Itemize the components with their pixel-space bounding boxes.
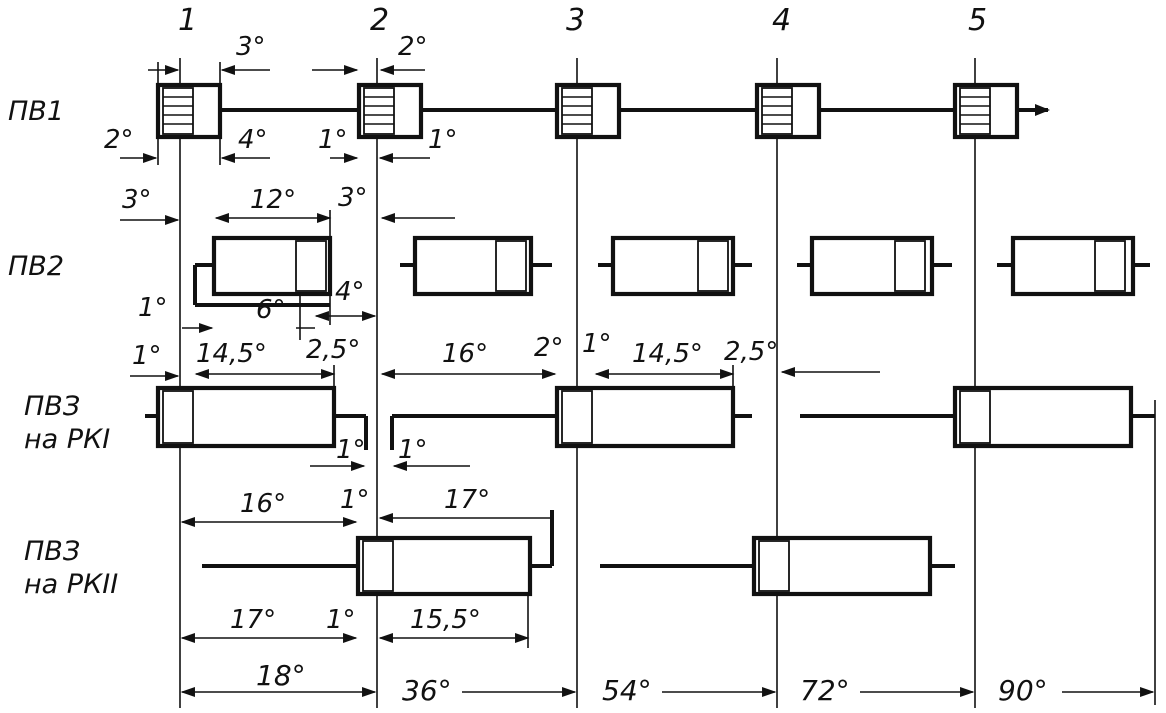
dim-pv2-3-left: 3° <box>122 185 152 215</box>
dim-pv3-1: 1° <box>132 341 162 371</box>
dim-pv3-2: 2° <box>534 333 564 363</box>
dim-pv3-2-5a: 2,5° <box>306 335 360 365</box>
row-label-pv3-rk2: ПВЗ <box>24 536 80 567</box>
dim-pv3b-15-5: 15,5° <box>410 605 481 635</box>
dim-pv3b-1: 1° <box>340 485 370 515</box>
column-label-4: 4 <box>772 3 791 38</box>
row-label-pv3-rk1: ПВЗ <box>24 391 80 422</box>
dim-pv2-4: 4° <box>335 277 365 307</box>
dim-pv3-1b: 1° <box>582 329 612 359</box>
row-label-pv1: ПВ1 <box>8 96 64 127</box>
dim-pv3b-17: 17° <box>444 485 490 515</box>
column-label-1: 1 <box>178 3 197 38</box>
row-pv1 <box>120 62 1050 165</box>
reference-lines <box>179 58 1156 708</box>
row-label-pv3-rk1-sub: на РКI <box>24 424 110 455</box>
column-label-5: 5 <box>968 3 987 38</box>
dim-pv2-12: 12° <box>250 185 296 215</box>
column-label-3: 3 <box>566 3 585 38</box>
dim-pv2-6: 6° <box>256 295 286 325</box>
dim-pv3-1c: 1° <box>336 435 366 465</box>
scale-label-54: 54° <box>602 674 652 707</box>
dim-pv2-3-right: 3° <box>338 183 368 213</box>
scale-label-90: 90° <box>998 674 1048 707</box>
dim-pv1-1a: 1° <box>318 125 348 155</box>
dim-pv1-3-top: 3° <box>236 32 266 62</box>
row-pv2 <box>120 210 1150 340</box>
row-pv3-rk1 <box>130 365 1155 472</box>
dim-pv3-14-5b: 14,5° <box>632 339 703 369</box>
dim-pv3b-17b: 17° <box>230 605 276 635</box>
scale-label-36: 36° <box>402 674 452 707</box>
column-label-2: 2 <box>370 3 389 38</box>
dim-pv3-2-5b: 2,5° <box>724 337 778 367</box>
row-pv3-rk2 <box>180 510 955 648</box>
dim-pv2-1: 1° <box>138 293 168 323</box>
dim-pv3-16: 16° <box>442 339 488 369</box>
dim-pv1-4: 4° <box>238 125 268 155</box>
row-label-pv3-rk2-sub: на РКII <box>24 569 118 600</box>
dim-pv1-2-left: 2° <box>104 125 134 155</box>
dim-pv1-1b: 1° <box>428 125 458 155</box>
dim-pv3b-16: 16° <box>240 489 286 519</box>
dim-pv3-14-5a: 14,5° <box>196 339 267 369</box>
dim-pv3-1d: 1° <box>398 435 428 465</box>
scale-label-72: 72° <box>800 674 850 707</box>
row-label-pv2: ПВ2 <box>8 251 64 282</box>
dim-pv3b-1b: 1° <box>326 605 356 635</box>
dim-pv1-2-top: 2° <box>398 32 428 62</box>
scale-label-18: 18° <box>256 659 306 692</box>
